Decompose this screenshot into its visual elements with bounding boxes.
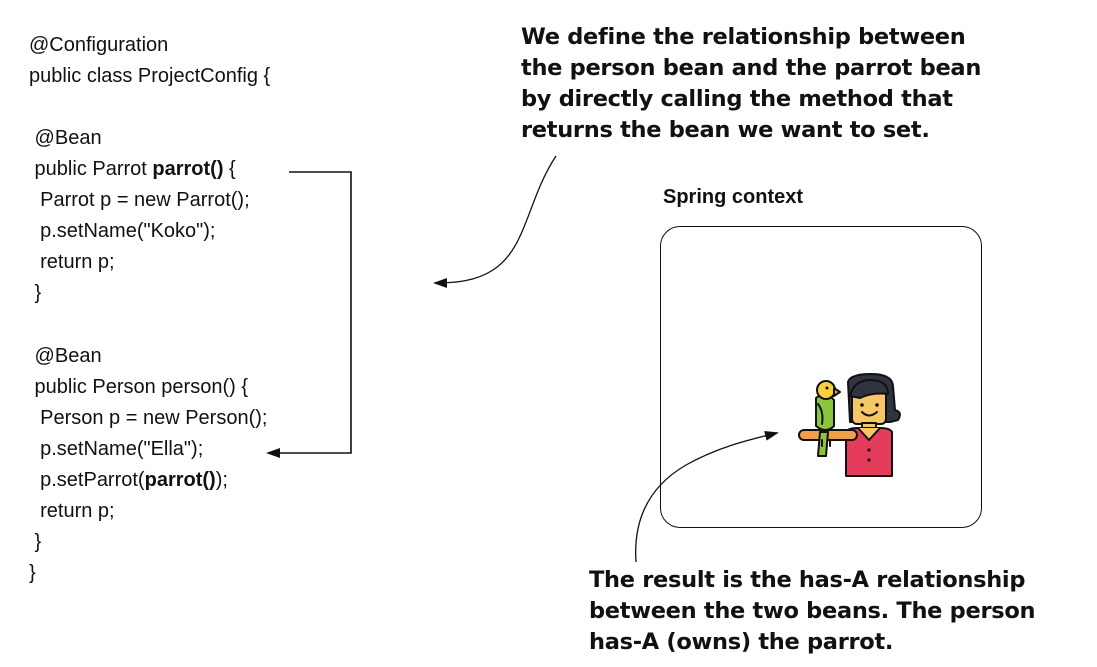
callout-has-a-result: The result is the has-A relationship bet… [589,565,1036,658]
callout-line: between the two beans. The person [589,598,1036,624]
person-with-parrot-icon [798,373,901,477]
result-pointer-arrow [635,430,779,563]
callout-line: the person bean and the parrot bean [521,55,982,81]
code-line: public class ProjectConfig { [29,65,271,87]
code-line: public Person person() { [29,376,249,398]
code-line: @Bean [29,127,102,149]
callout-line: has-A (owns) the parrot. [589,629,894,655]
code-line: } [29,531,42,553]
callout-line: We define the relationship between [521,24,966,50]
code-line: } [29,282,42,304]
callout-pointer-arrow [433,155,557,288]
callout-relationship-definition: We define the relationship between the p… [521,22,981,146]
spring-context-title: Spring context [663,186,804,208]
spring-context-box [660,226,982,528]
code-line-set-parrot: p.setParrot(parrot()); [29,469,228,491]
code-line: @Bean [29,345,102,367]
callout-line: by directly calling the method that [521,86,953,112]
code-line: return p; [29,251,115,273]
parrot-bean-connector-arrow [266,171,352,458]
code-line: Person p = new Person(); [29,407,268,429]
code-line: return p; [29,500,115,522]
code-line: Parrot p = new Parrot(); [29,189,250,211]
code-line: @Configuration [29,34,169,56]
code-line-parrot-method: public Parrot parrot() { [29,158,236,180]
code-line: p.setName("Koko"); [29,220,216,242]
callout-line: The result is the has-A relationship [589,567,1026,593]
code-line: } [29,562,36,584]
callout-line: returns the bean we want to set. [521,117,930,143]
code-line-set-name: p.setName("Ella"); [29,438,204,460]
